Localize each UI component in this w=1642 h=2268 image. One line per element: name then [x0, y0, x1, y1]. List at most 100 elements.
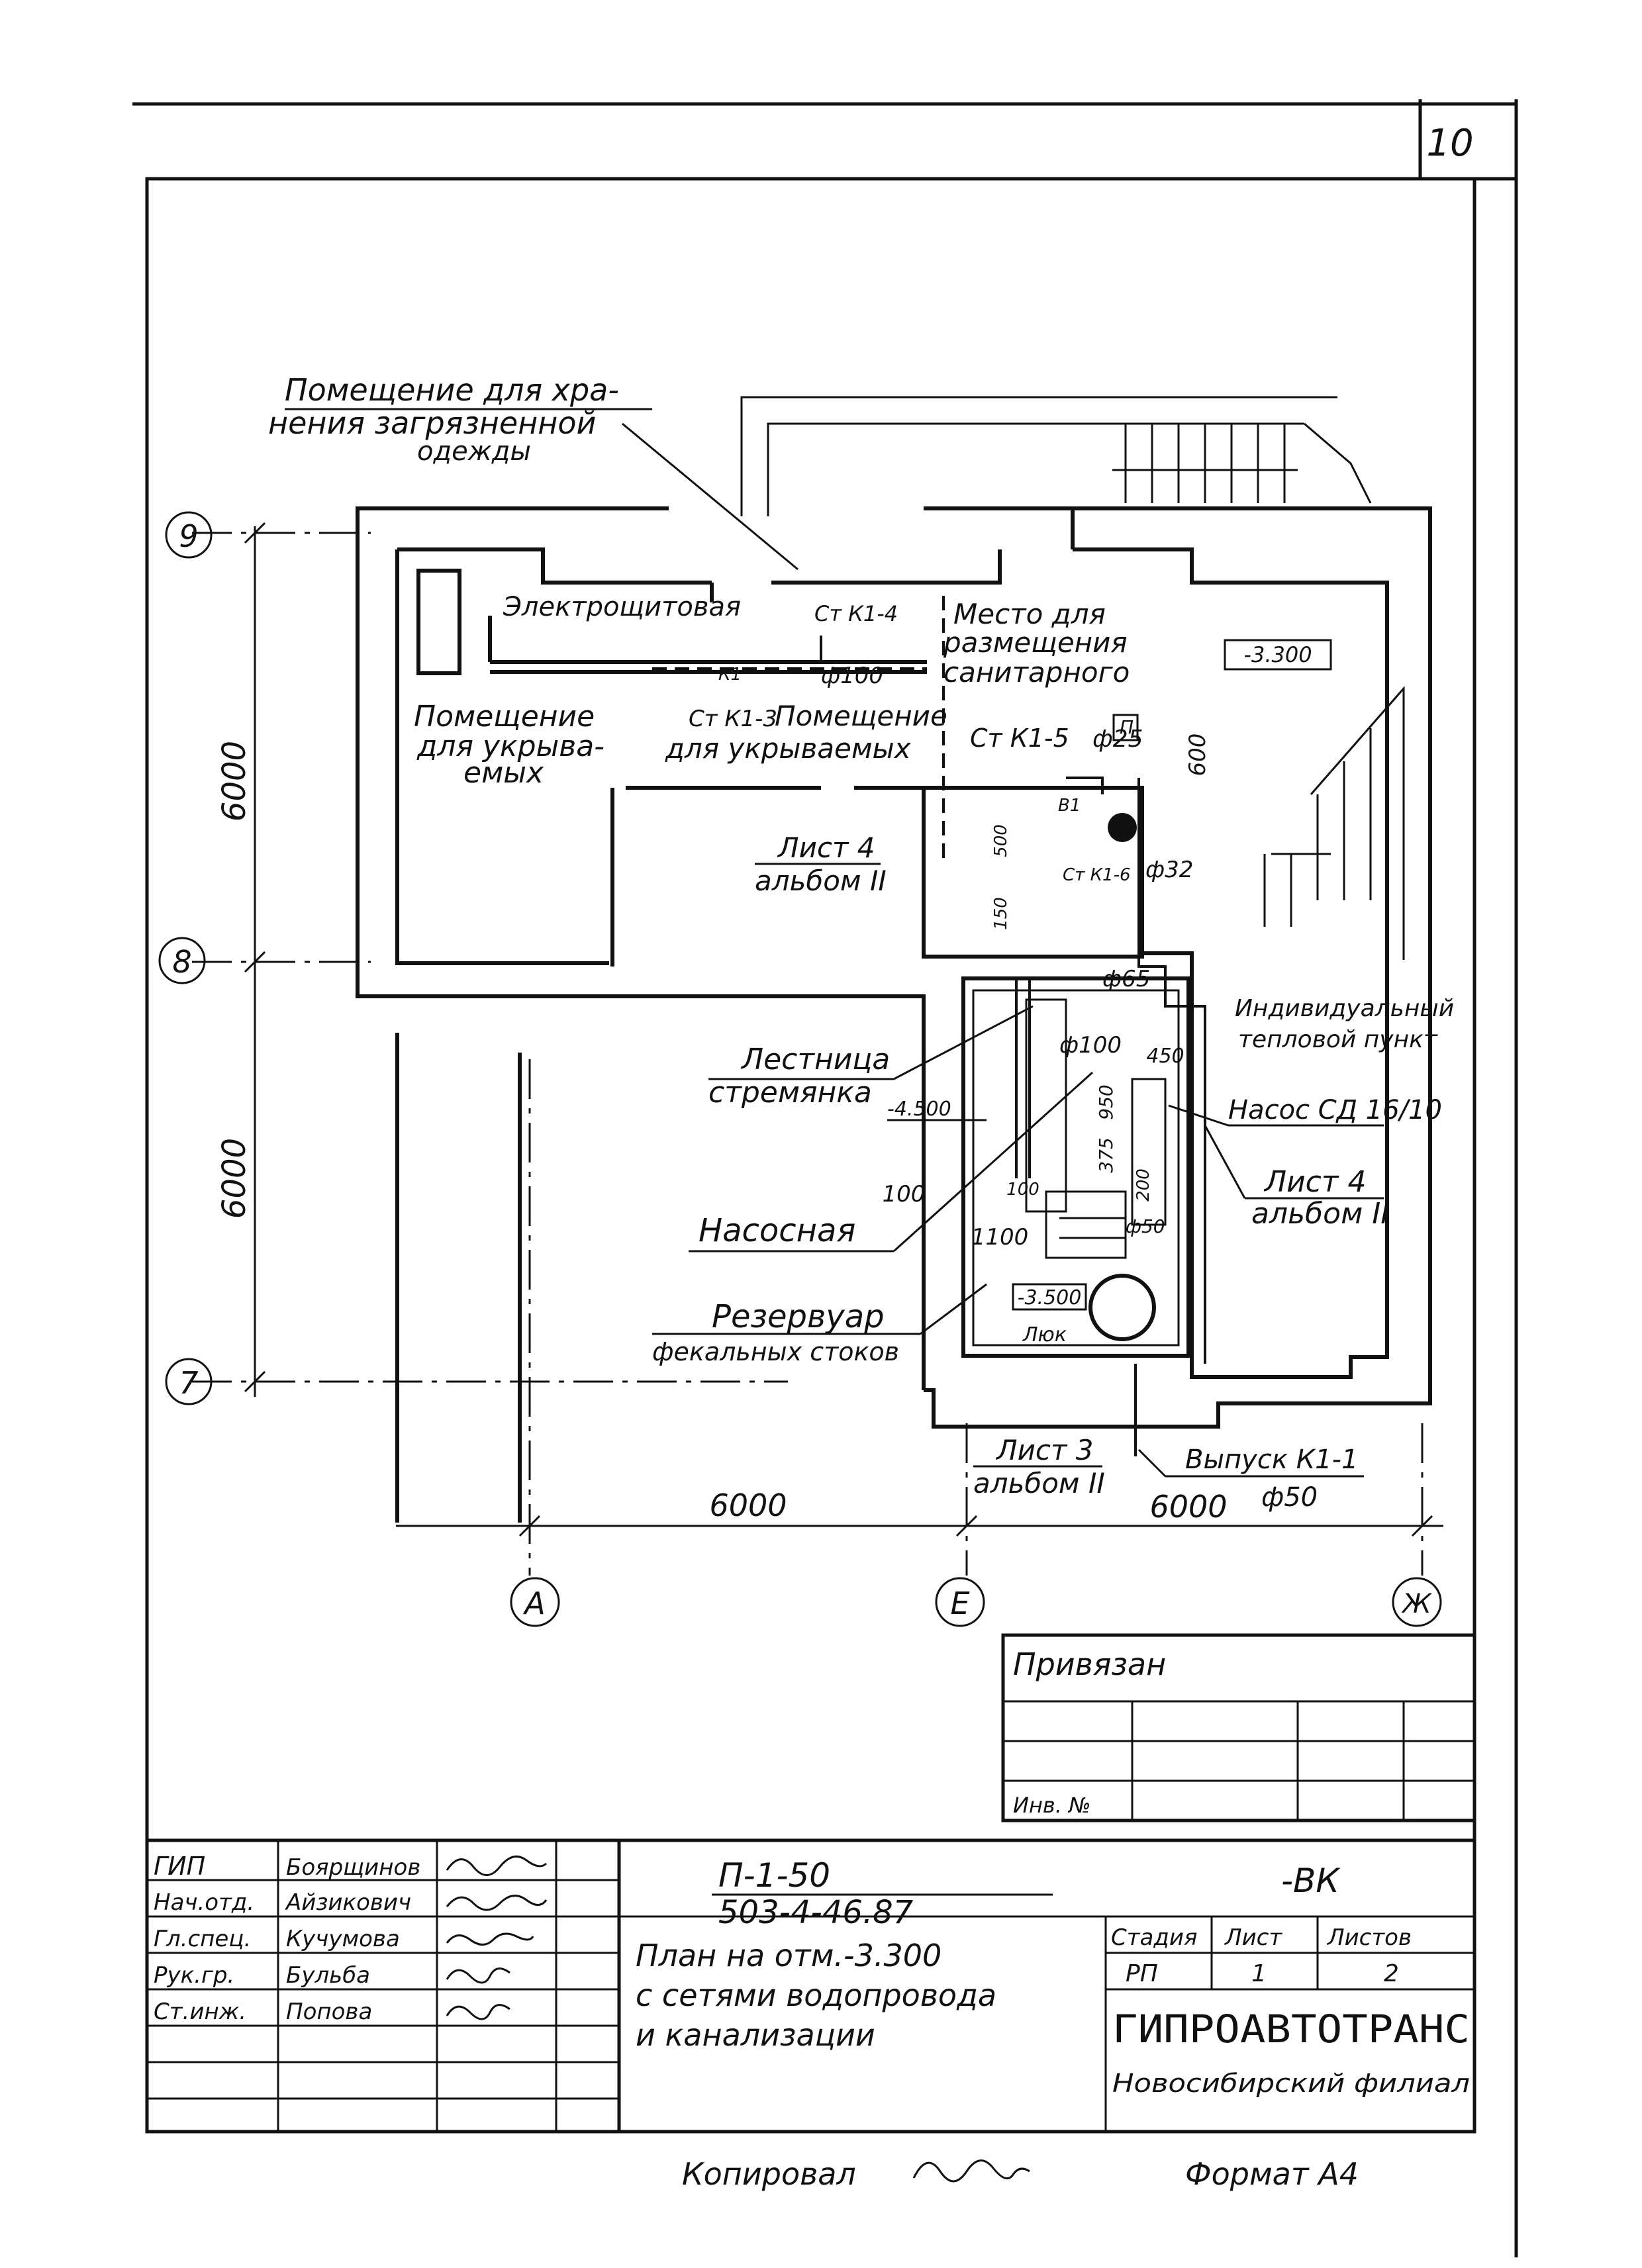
binding-block: Привязан Инв. № [1001, 1633, 1476, 1822]
tag-outlet: Выпуск К1-1 [1185, 1444, 1358, 1475]
wall-outer-top-mid [924, 506, 1075, 549]
mark-vk: -ВК [1281, 1862, 1341, 1900]
stage-header: Стадия [1111, 1924, 1197, 1951]
code-bottom: 503-4-46.87 [718, 1894, 914, 1931]
tick [244, 522, 266, 544]
dim-6000-bottom-right: 6000 [1149, 1489, 1227, 1525]
tag-d32: ф32 [1145, 857, 1193, 883]
tick [518, 1515, 541, 1537]
level-3500: -3.500 [1018, 1286, 1082, 1309]
pipe-heat [1137, 778, 1206, 1364]
axis-Zh-bubble: Ж [1392, 1577, 1442, 1627]
wall-inner-top-left [397, 547, 712, 585]
wall-outer-top-left [356, 506, 669, 549]
dim-600: 600 [1184, 733, 1211, 777]
copier-signature [912, 2159, 1030, 2183]
drawing-title: План на отм.-3.300 с сетями водопровода … [636, 1938, 1006, 2053]
dim-1100: 1100 [971, 1224, 1029, 1251]
wall-outer-right [924, 506, 1432, 1429]
label-heat-point: Индивидуальный тепловой пункт [1235, 995, 1462, 1053]
stage-value: РП [1126, 1960, 1158, 1987]
axis-grid [192, 522, 1443, 1576]
sheet-number: 10 [1426, 122, 1473, 165]
dim-6000-left-bottom: 6000 [216, 1138, 253, 1219]
copied-label: Копировал [682, 2156, 856, 2192]
label-shelter-center: Помещение для укрываемых [665, 700, 956, 765]
axis-8-bubble: 8 [158, 937, 206, 984]
name-0: Боярщинов [286, 1854, 420, 1881]
dim-950: 950 [1095, 1084, 1117, 1119]
title-block: ГИП Нач.отд. Гл.спец. Рук.гр. Ст.инж. Бо… [147, 1838, 1474, 2132]
level-3300: -3.300 [1243, 642, 1312, 667]
floor-plan [356, 396, 1432, 1523]
tag-ref-sheet4-b: Лист 4 альбом II [1251, 1165, 1389, 1231]
label-tank: Резервуар фекальных стоков [652, 1298, 899, 1366]
axis-7-bubble: 7 [165, 1358, 213, 1405]
tag-d50-small: ф50 [1126, 1215, 1165, 1237]
sanitary-block [922, 786, 1144, 959]
leader-outlet [1137, 1448, 1167, 1478]
level-box-3300 [1224, 639, 1332, 671]
label-sanitary-place: Место для размещения санитарного [943, 598, 1136, 688]
leader-dirty-clothes [622, 422, 798, 571]
wall-right-room [1073, 547, 1389, 1379]
tag-ref-sheet4-a: Лист 4 альбом II [755, 831, 887, 897]
hatch-circle [1088, 1274, 1156, 1341]
tag-d100-mid: ф100 [1059, 1032, 1122, 1059]
signatures [446, 1855, 548, 2020]
tag-st-k1-6: Ст К1-6 [1063, 865, 1131, 885]
stair-rail-1 [740, 396, 1337, 516]
role-0: ГИП [154, 1852, 205, 1881]
tag-pump: Насос СД 16/10 [1228, 1095, 1442, 1125]
tag-d65: ф65 [1102, 966, 1150, 992]
pump-room-inner [972, 989, 1180, 1347]
label-hatch: Люк [1022, 1323, 1067, 1347]
sheets-value: 2 [1384, 1960, 1399, 1987]
tick [244, 951, 266, 973]
privyazan-label: Привязан [1013, 1646, 1166, 1682]
tag-outlet-d: ф50 [1261, 1482, 1318, 1513]
drawing-frame [145, 177, 1476, 2134]
storage-cabinet [416, 569, 461, 675]
axis-A-bubble: А [510, 1577, 560, 1627]
wall-outer-left [356, 508, 926, 1390]
pipe-d25 [1066, 777, 1104, 794]
wall-right-room-corner [1139, 951, 1194, 993]
svg-text:Е: Е [950, 1585, 969, 1621]
dim-500: 500 [991, 824, 1011, 857]
tag-st-k1-5: Ст К1-5 [970, 724, 1069, 753]
stair-treads-top [1112, 422, 1372, 504]
wall-inner-left [395, 549, 609, 965]
label-shelter-left: Помещение для укрыва- емых [414, 700, 614, 790]
tick [1411, 1515, 1433, 1537]
name-3: Бульба [286, 1962, 370, 1989]
label-dirty-clothes: Помещение для хра- нения загрязненной од… [268, 372, 629, 467]
inv-label: Инв. № [1013, 1793, 1090, 1818]
role-4: Ст.инж. [154, 1999, 246, 2025]
tag-ref-sheet3: Лист 3 альбом II [973, 1434, 1105, 1499]
code-top: П-1-50 [718, 1856, 830, 1895]
wall-inner-top-mid [771, 549, 1002, 585]
dim-200: 200 [1134, 1168, 1153, 1202]
name-2: Кучумова [286, 1926, 400, 1952]
tag-b1: В1 [1058, 796, 1081, 816]
pump-outline [1131, 1078, 1167, 1226]
tick [244, 1370, 266, 1393]
p-mark-box [1112, 714, 1139, 741]
ladder-stair [1025, 998, 1127, 1259]
org-name: ГИПРОАВТОТРАНС [1112, 2007, 1470, 2052]
leader-pump [1168, 1104, 1229, 1127]
tag-st-k1-3: Ст К1-3 [689, 706, 777, 732]
name-4: Попова [286, 1999, 372, 2025]
level-4500: -4.500 [887, 1098, 951, 1121]
tag-k1: К1 [718, 665, 742, 685]
tag-d100-top: ф100 [821, 663, 883, 689]
dim-375: 375 [1095, 1137, 1117, 1172]
tick [955, 1515, 978, 1537]
tag-st-k1-4: Ст К1-4 [814, 601, 898, 626]
format-label: Формат А4 [1185, 2156, 1359, 2192]
stair-treads-right [1263, 686, 1405, 960]
pump-room-walls [961, 976, 1190, 1358]
dim-100-b: 100 [1006, 1180, 1039, 1200]
